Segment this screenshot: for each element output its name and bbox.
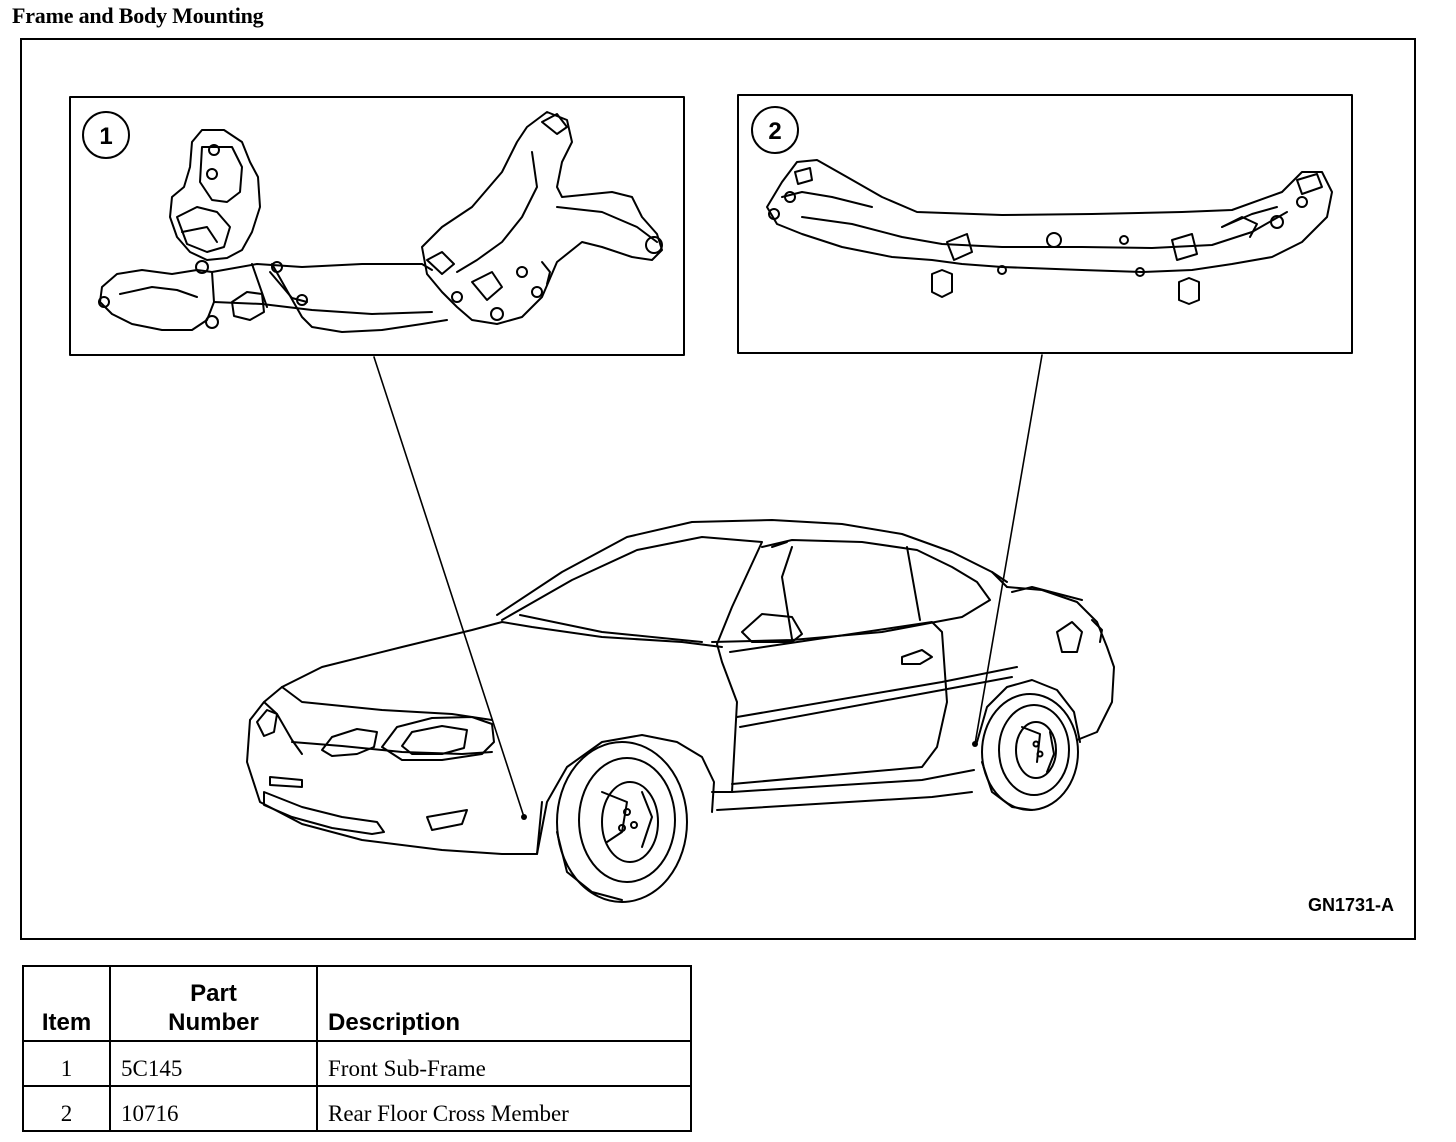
row-item: 2	[22, 1085, 111, 1132]
page-title: Frame and Body Mounting	[12, 3, 264, 28]
leader-line-2	[974, 354, 1043, 745]
row-part-number: 10716	[109, 1085, 318, 1132]
inset-front-subframe: 1	[69, 96, 685, 356]
header-item: Item	[22, 965, 111, 1042]
inset-rear-crossmember: 2	[737, 94, 1353, 354]
row-part-number: 5C145	[109, 1040, 318, 1087]
table-row: 2 10716 Rear Floor Cross Member	[22, 1085, 692, 1132]
header-part-number: Part Number	[109, 965, 318, 1042]
header-part-line1: Part	[190, 980, 237, 1007]
header-part-line2: Number	[168, 1009, 259, 1036]
leader-line-1	[373, 356, 525, 818]
parts-table: Item Part Number Description 1 5C145 Fro…	[22, 965, 692, 1132]
row-description: Front Sub-Frame	[316, 1040, 692, 1087]
row-item: 1	[22, 1040, 111, 1087]
callout-1-label: 1	[99, 123, 112, 150]
car-illustration	[246, 519, 1115, 903]
figure-code: GN1731-A	[1307, 895, 1394, 915]
table-row: 1 5C145 Front Sub-Frame	[22, 1040, 692, 1087]
figure-frame: 1	[20, 38, 1416, 940]
callout-2-circle	[751, 106, 799, 154]
frame-illustration: 1	[69, 94, 1353, 903]
table-header-row: Item Part Number Description	[22, 965, 692, 1042]
row-description: Rear Floor Cross Member	[316, 1085, 692, 1132]
callout-2-label: 2	[768, 118, 781, 145]
callout-1-circle	[82, 111, 130, 159]
header-description: Description	[316, 965, 692, 1042]
